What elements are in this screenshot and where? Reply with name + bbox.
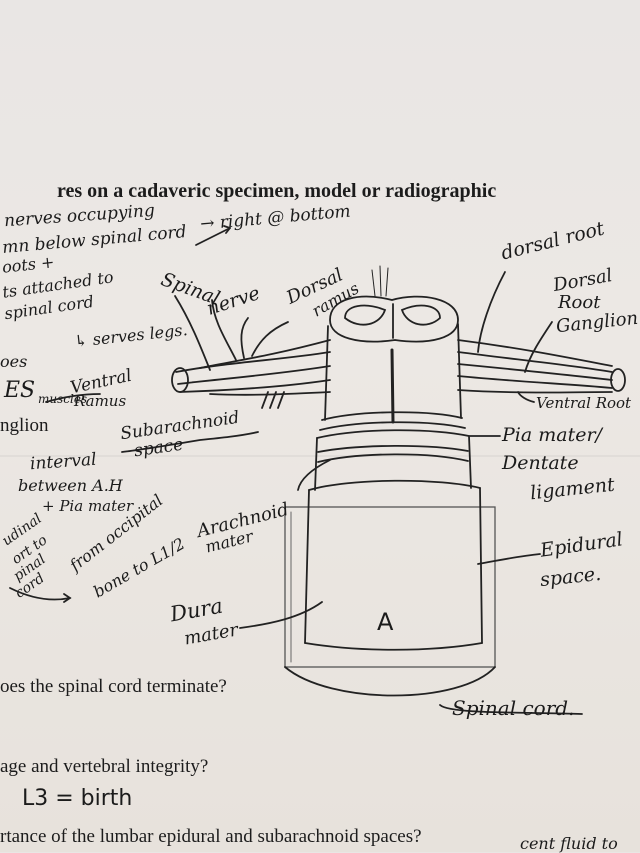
label-ventral-ramus-2: Ramus <box>74 392 127 410</box>
printed-heading: res on a cadaveric specimen, model or ra… <box>57 180 497 202</box>
label-drg-2: Root <box>558 292 601 313</box>
printed-question-terminate: oes the spinal cord terminate? <box>0 676 227 697</box>
label-letter-a: A <box>377 608 394 636</box>
label-tail: cent fluid to <box>520 834 618 853</box>
printed-question-integrity: age and vertebral integrity? <box>0 756 209 777</box>
paper-fold <box>0 455 640 457</box>
printed-question-spaces: rtance of the lumbar epidural and subara… <box>0 826 422 847</box>
note-between-ah: between A.H <box>18 476 123 495</box>
note-plus-pia: + Pia mater <box>42 497 134 515</box>
label-ventral-root: Ventral Root <box>536 394 632 412</box>
note-oes: oes <box>0 352 28 371</box>
label-pia-2: Dentate <box>502 452 579 474</box>
label-pia-1: Pia mater/ <box>502 424 602 446</box>
note-es: ES <box>4 378 36 403</box>
printed-ganglion: nglion <box>0 415 49 436</box>
label-l3-birth: L3 = birth <box>22 786 133 811</box>
label-spinal-cord: Spinal cord. <box>452 696 575 720</box>
